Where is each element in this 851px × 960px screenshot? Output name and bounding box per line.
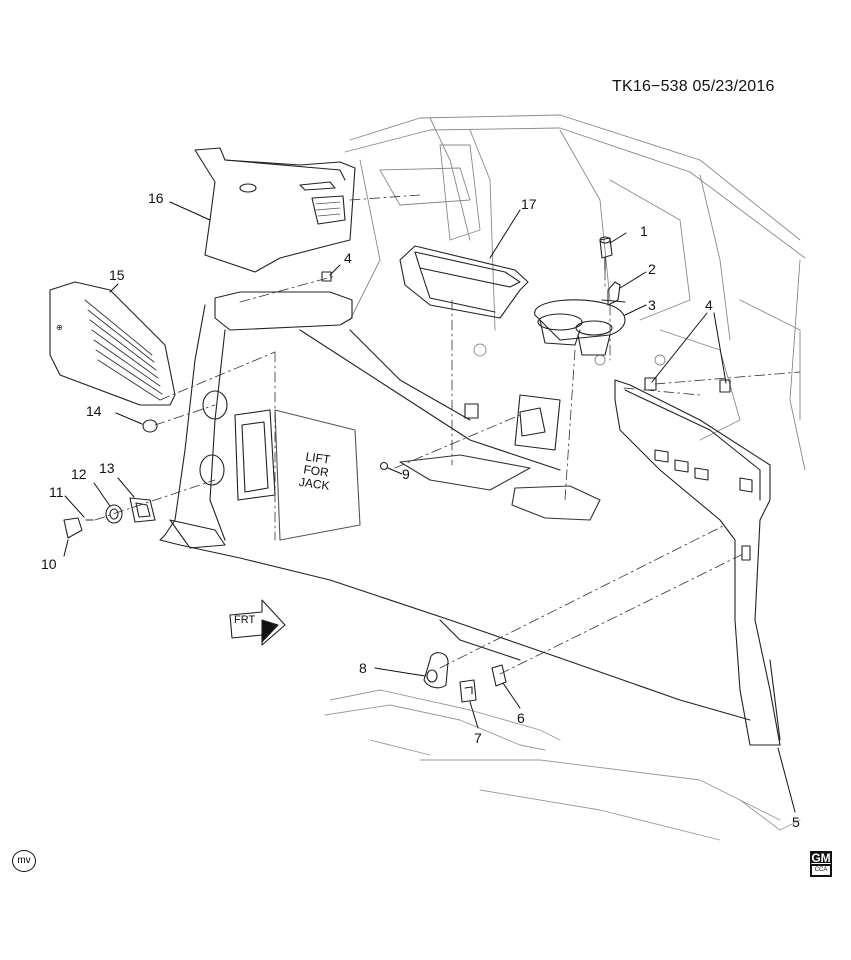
frt-label: FRT (234, 614, 256, 626)
leader-lines (63, 201, 796, 813)
callout-10: 10 (41, 556, 57, 572)
floor-outline (324, 689, 801, 841)
callout-8: 8 (359, 660, 367, 676)
callout-9: 9 (402, 466, 410, 482)
quarter-trim-panel (159, 291, 751, 721)
drawing-id-date: TK16−538 05/23/2016 (612, 78, 775, 95)
tray-recess (399, 454, 601, 521)
callout-11: 11 (49, 484, 64, 500)
callout-13: 13 (99, 460, 115, 476)
callout-5: 5 (792, 814, 800, 830)
part-4-clips (321, 271, 731, 393)
pillar-trim-panel (614, 379, 781, 746)
upper-trim-cover (194, 147, 356, 273)
callout-3: 3 (648, 297, 656, 313)
lift-for-jack-label: LIFT FOR JACK (298, 449, 332, 493)
part-1-plug (599, 236, 613, 271)
callout-15: 15 (109, 267, 125, 283)
storage-tray (399, 245, 529, 319)
callout-2: 2 (648, 261, 656, 277)
gm-logo-icon: GM CCA (810, 851, 832, 877)
callout-14: 14 (86, 403, 102, 419)
body-structure (344, 114, 806, 471)
callout-12: 12 (71, 466, 87, 482)
callout-17: 17 (521, 196, 537, 212)
cup-holder (534, 299, 626, 356)
part-2-clip (601, 281, 626, 306)
frt-arrow-icon (229, 599, 286, 646)
callout-4: 4 (344, 250, 352, 266)
mv-icon: mv (12, 850, 36, 872)
vent-grille: ⊕ (49, 281, 176, 406)
gm-logo-subtext: CCA (812, 866, 830, 875)
gm-logo-text: GM (811, 851, 831, 865)
small-fasteners (63, 419, 507, 703)
callout-16: 16 (148, 190, 164, 206)
alignment-lines (94, 194, 801, 675)
callout-7: 7 (474, 730, 482, 746)
callout-4-right: 4 (705, 297, 713, 313)
callout-1: 1 (640, 223, 648, 239)
callout-6: 6 (517, 710, 525, 726)
svg-text:⊕: ⊕ (56, 323, 63, 332)
